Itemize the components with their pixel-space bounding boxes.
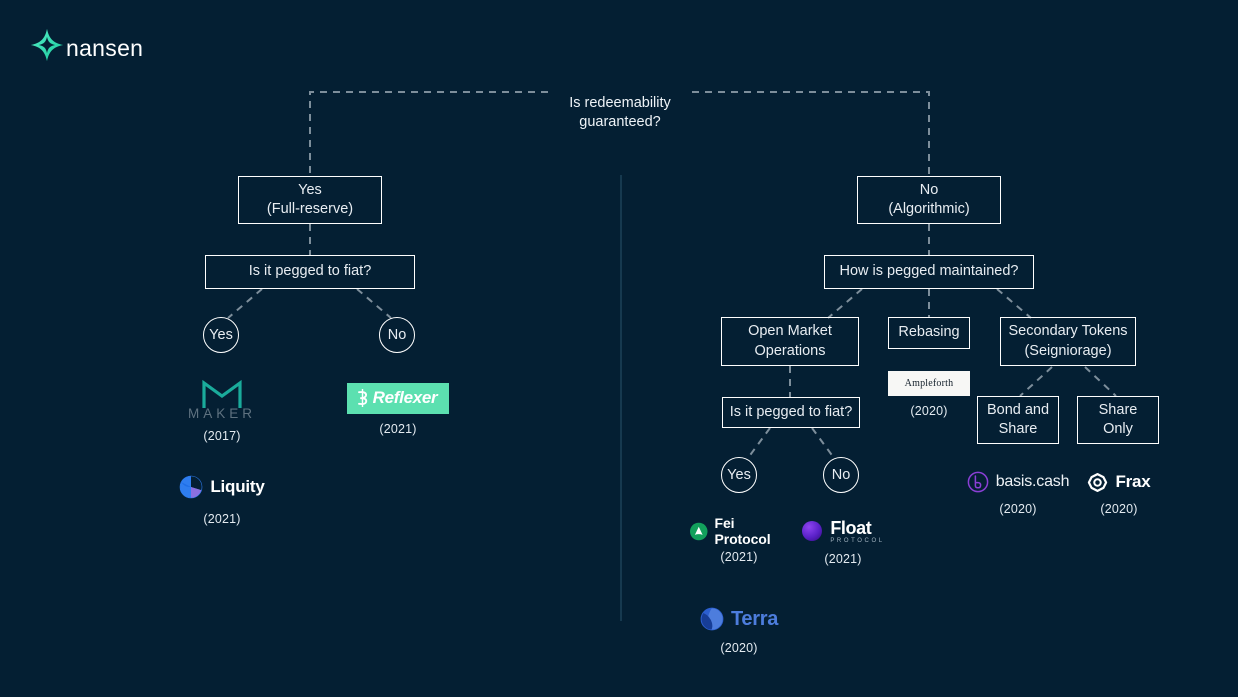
project-terra[interactable]: Terra (2020)	[700, 605, 778, 655]
maker-wordmark: MAKER	[187, 406, 256, 421]
node-secondary-tokens[interactable]: Secondary Tokens (Seigniorage)	[1000, 317, 1136, 366]
node-right-no[interactable]: No	[823, 457, 859, 493]
liquity-logo-icon	[180, 475, 203, 499]
node-no-algorithmic[interactable]: No (Algorithmic)	[857, 176, 1001, 224]
node-rebasing[interactable]: Rebasing	[888, 317, 970, 349]
edge-secondary-to-bond	[1019, 366, 1053, 397]
liquity-wordmark: Liquity	[210, 477, 265, 496]
project-basis-cash[interactable]: basis.cash (2020)	[966, 470, 1070, 516]
project-fei-protocol[interactable]: Fei Protocol (2021)	[690, 515, 788, 564]
node-right-pegged-to-fiat[interactable]: Is it pegged to fiat?	[722, 397, 860, 428]
frax-year: (2020)	[1100, 502, 1138, 516]
reflexer-year: (2021)	[379, 422, 417, 436]
edge-root-to-yes	[309, 91, 548, 176]
fei-year: (2021)	[720, 550, 758, 564]
node-open-market-operations[interactable]: Open Market Operations	[721, 317, 859, 366]
node-left-pegged-to-fiat[interactable]: Is it pegged to fiat?	[205, 255, 415, 289]
node-share-only[interactable]: Share Only	[1077, 396, 1159, 444]
maker-year: (2017)	[203, 429, 241, 443]
ampleforth-year: (2020)	[910, 404, 948, 418]
float-subtitle: PROTOCOL	[830, 537, 885, 544]
edge-howpeg-to-omo	[827, 288, 863, 319]
edge-secondary-to-share	[1084, 366, 1117, 397]
terra-wordmark: Terra	[730, 607, 779, 630]
float-logo-icon	[802, 521, 823, 541]
frax-wordmark: Frax	[1115, 472, 1151, 491]
liquity-year: (2021)	[203, 512, 241, 526]
float-year: (2021)	[824, 552, 862, 566]
node-yes-full-reserve[interactable]: Yes (Full-reserve)	[238, 176, 382, 224]
edge-leftpeg-to-no	[356, 288, 392, 319]
project-reflexer[interactable]: Reflexer (2021)	[346, 383, 450, 436]
node-bond-and-share[interactable]: Bond and Share	[977, 396, 1059, 444]
node-how-is-pegged-maintained[interactable]: How is pegged maintained?	[824, 255, 1034, 289]
basis-cash-wordmark: basis.cash	[995, 473, 1070, 490]
nansen-logo: nansen	[30, 28, 143, 62]
basis-cash-year: (2020)	[999, 502, 1037, 516]
terra-logo-icon	[700, 607, 724, 631]
fei-logo-icon	[690, 522, 708, 540]
project-liquity[interactable]: Liquity (2021)	[176, 470, 268, 526]
edge-rightpeg-to-yes	[747, 427, 771, 459]
center-divider	[620, 175, 622, 621]
four-point-star-icon	[30, 28, 64, 62]
nansen-wordmark: nansen	[66, 34, 144, 61]
fei-wordmark: Fei Protocol	[714, 515, 771, 547]
project-frax[interactable]: Frax (2020)	[1082, 470, 1156, 516]
root-question: Is redeemability guaranteed?	[569, 94, 671, 131]
project-float[interactable]: Float PROTOCOL (2021)	[802, 517, 882, 566]
basis-cash-logo-icon	[967, 471, 989, 493]
float-wordmark: Float	[830, 517, 872, 538]
ampleforth-wordmark: Ampleforth	[904, 378, 954, 389]
maker-logo-icon	[202, 379, 242, 408]
terra-year: (2020)	[720, 641, 758, 655]
node-left-yes[interactable]: Yes	[203, 317, 239, 353]
edge-howpeg-to-secondary	[996, 288, 1032, 319]
project-maker[interactable]: MAKER (2017)	[186, 378, 258, 443]
node-right-yes[interactable]: Yes	[721, 457, 757, 493]
frax-logo-icon	[1088, 472, 1108, 492]
edge-root-to-no	[692, 91, 930, 176]
reflexer-logo-icon	[357, 389, 367, 407]
node-left-no[interactable]: No	[379, 317, 415, 353]
project-ampleforth[interactable]: Ampleforth (2020)	[888, 371, 970, 418]
edge-leftpeg-to-yes	[227, 288, 263, 319]
edge-rightpeg-to-no	[811, 427, 835, 459]
reflexer-wordmark: Reflexer	[372, 388, 438, 407]
